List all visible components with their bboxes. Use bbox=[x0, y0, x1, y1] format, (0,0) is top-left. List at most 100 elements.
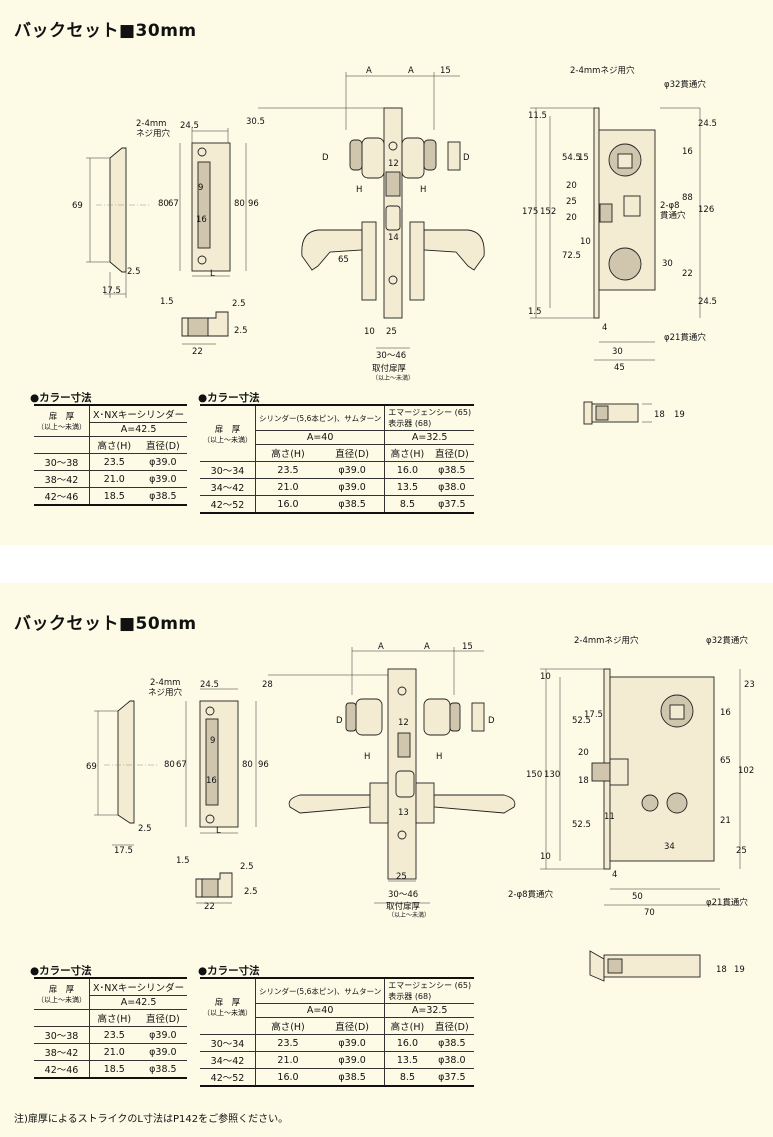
label-D-left: D bbox=[336, 716, 343, 726]
door-thickness-header: 扉 厚（以上～未満） bbox=[34, 977, 90, 1010]
panel-title: バックセット■50mm bbox=[14, 614, 197, 634]
lock-front-view: A A 15 D D 12 H H 13 25 30～46 取付扉厚 （以上～未… bbox=[288, 642, 516, 919]
dim-54-5: 54.5 bbox=[562, 153, 581, 163]
label-screw-hole-a: 2-4mm bbox=[136, 119, 166, 129]
dim-10-b: 10 bbox=[540, 852, 551, 862]
dim-34: 34 bbox=[664, 842, 675, 852]
dim-18: 18 bbox=[578, 776, 589, 786]
door-thickness-header: 扉 厚（以上～未満） bbox=[200, 977, 256, 1035]
dim-13: 13 bbox=[398, 808, 409, 818]
dim-16: 16 bbox=[206, 776, 217, 786]
dim-2-5-c: 2.5 bbox=[244, 887, 258, 897]
dim-15-b: 15 bbox=[578, 153, 589, 163]
dim-67: 67 bbox=[168, 199, 179, 209]
dim-2-5: 2.5 bbox=[127, 267, 141, 277]
dim-152: 152 bbox=[540, 207, 556, 217]
label-A-left: A bbox=[378, 642, 384, 652]
dim-2-5-b: 2.5 bbox=[240, 862, 254, 872]
label-H-left: H bbox=[364, 752, 370, 762]
group-header: X･NXキーシリンダー bbox=[89, 977, 188, 996]
dim-30-5: 30.5 bbox=[246, 117, 265, 127]
col-h: 高さ(H) bbox=[89, 1009, 139, 1027]
dim-11-5: 11.5 bbox=[528, 111, 547, 121]
strike-box-view: 1.5 2.5 2.5 22 bbox=[176, 856, 258, 912]
table-row: 42～52 16.0 φ38.5 8.5 φ37.5 bbox=[200, 495, 475, 514]
dim-12: 12 bbox=[388, 159, 399, 169]
dim-52-5-b: 52.5 bbox=[572, 820, 591, 830]
a2-value: A=32.5 bbox=[384, 430, 475, 445]
a-value: A=42.5 bbox=[89, 995, 188, 1010]
dim-16-b: 16 bbox=[682, 147, 693, 157]
dim-150: 150 bbox=[526, 770, 542, 780]
table-row: 34～42 21.0 φ39.0 13.5 φ38.0 bbox=[200, 1051, 475, 1069]
door-thickness-header: 扉 厚（以上～未満） bbox=[34, 404, 90, 437]
dim-67: 67 bbox=[176, 760, 187, 770]
col-d: 直径(D) bbox=[138, 1009, 188, 1027]
dim-17-5-b: 17.5 bbox=[584, 710, 603, 720]
dim-24-5-c: 24.5 bbox=[698, 297, 717, 307]
table-row: 30～38 23.5 φ39.0 bbox=[34, 1026, 188, 1044]
dim-20: 20 bbox=[566, 181, 577, 191]
label-through-21: φ21貫通穴 bbox=[664, 332, 706, 343]
dim-22: 22 bbox=[204, 902, 215, 912]
table-row: 38～42 21.0 φ39.0 bbox=[34, 470, 188, 488]
dim-65: 65 bbox=[720, 756, 731, 766]
col-d: 直径(D) bbox=[138, 436, 188, 454]
label-door-thickness: 取付扉厚 bbox=[372, 363, 407, 374]
dim-14: 14 bbox=[388, 233, 399, 243]
dim-range: 30～46 bbox=[388, 890, 418, 900]
dim-15: 15 bbox=[440, 66, 451, 76]
backset-50-panel: バックセット■50mm 69 2.5 17.5 24.5 2-4mm bbox=[0, 583, 773, 1137]
label-through-32: φ32貫通穴 bbox=[706, 635, 748, 646]
dim-16: 16 bbox=[196, 215, 207, 225]
label-A-left: A bbox=[366, 66, 372, 76]
dim-21: 21 bbox=[720, 816, 731, 826]
dim-25-b: 25 bbox=[736, 846, 747, 856]
a1-value: A=40 bbox=[255, 430, 386, 445]
col-h: 高さ(H) bbox=[89, 436, 139, 454]
dim-25: 25 bbox=[386, 327, 397, 337]
dim-69: 69 bbox=[72, 201, 83, 211]
dim-80-right: 80 bbox=[234, 199, 245, 209]
dim-4: 4 bbox=[602, 323, 607, 333]
dim-69: 69 bbox=[86, 762, 97, 772]
label-door-thickness-note: （以上～未満） bbox=[372, 374, 414, 382]
label-screw-hole-b: ネジ用穴 bbox=[136, 128, 171, 139]
table-row: 30～34 23.5 φ39.0 16.0 φ38.5 bbox=[200, 1034, 475, 1052]
panel-title: バックセット■30mm bbox=[14, 21, 197, 41]
label-screw-hole: 2-4mmネジ用穴 bbox=[570, 65, 635, 76]
label-through-8: 2-φ8貫通穴 bbox=[508, 889, 553, 900]
latch-side-view: 18 19 bbox=[589, 950, 745, 982]
backset-30-panel: バックセット■30mm 69 2.5 17.5 bbox=[0, 0, 773, 545]
strike-box-view: 1.5 2.5 2.5 22 bbox=[160, 297, 248, 357]
table-row: 42～46 18.5 φ38.5 bbox=[34, 1060, 188, 1079]
dim-2-5: 2.5 bbox=[138, 824, 152, 834]
group2-header: エマージェンシー (65)表示器 (68) bbox=[384, 977, 475, 1004]
dim-1-5: 1.5 bbox=[176, 856, 190, 866]
label-screw-hole-b: ネジ用穴 bbox=[148, 687, 183, 698]
dim-16-b: 16 bbox=[720, 708, 731, 718]
table-row: 30～34 23.5 φ39.0 16.0 φ38.5 bbox=[200, 461, 475, 479]
a2-value: A=32.5 bbox=[384, 1003, 475, 1018]
dim-72-5: 72.5 bbox=[562, 251, 581, 261]
dim-80: 80 bbox=[158, 199, 169, 209]
dim-10: 10 bbox=[364, 327, 375, 337]
label-through-32: φ32貫通穴 bbox=[664, 79, 706, 90]
dim-17-5: 17.5 bbox=[102, 286, 121, 296]
dim-88: 88 bbox=[682, 193, 693, 203]
label-door-thickness: 取付扉厚 bbox=[386, 901, 421, 912]
dim-12: 12 bbox=[398, 718, 409, 728]
strike-side-view: 69 2.5 17.5 bbox=[86, 700, 158, 856]
a-value: A=42.5 bbox=[89, 422, 188, 437]
backset-30-drawing: 69 2.5 17.5 24.5 2-4mm ネジ用穴 80 67 9 16 8… bbox=[72, 65, 717, 425]
color-table-heading-1: ●カラー寸法 bbox=[30, 392, 92, 404]
dim-18: 18 bbox=[654, 410, 665, 420]
color-table-cylinder: 扉 厚（以上～未満） シリンダー(5,6本ピン)、サムターン エマージェンシー … bbox=[200, 404, 475, 514]
dim-28: 28 bbox=[262, 680, 273, 690]
dim-10: 10 bbox=[540, 672, 551, 682]
dim-1-5-b: 1.5 bbox=[528, 307, 542, 317]
label-A-right: A bbox=[424, 642, 430, 652]
table-row: 42～52 16.0 φ38.5 8.5 φ37.5 bbox=[200, 1068, 475, 1087]
dim-23: 23 bbox=[744, 680, 755, 690]
label-H-left: H bbox=[356, 185, 362, 195]
